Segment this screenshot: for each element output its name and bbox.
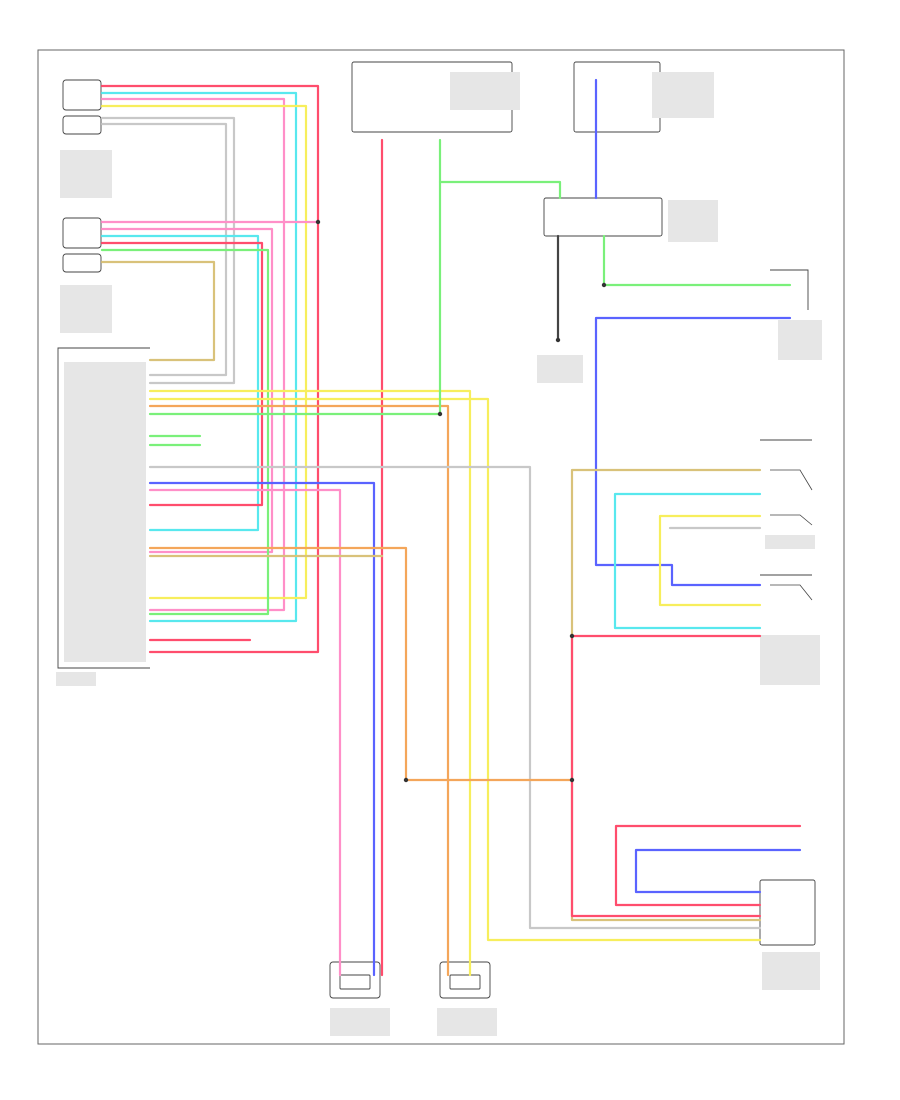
wire-yellow-32 xyxy=(658,514,762,607)
wire-red-35 xyxy=(570,634,762,918)
component-switch-upper-right xyxy=(770,269,822,360)
wire-pink-2 xyxy=(100,97,286,612)
wire-yellow-14 xyxy=(148,397,762,942)
component-sensor-top-left xyxy=(60,79,112,198)
junction-dot xyxy=(555,337,561,343)
junction-dot xyxy=(315,219,321,225)
component-sensor-mid-left xyxy=(60,217,112,333)
component-control-unit xyxy=(56,347,150,686)
component-relay xyxy=(543,197,718,242)
wire-group xyxy=(100,78,802,977)
component-connector-lower-right xyxy=(759,879,820,990)
wire-green-10 xyxy=(100,248,270,616)
wire-cyan-8 xyxy=(100,234,260,532)
component-fuse-box-left xyxy=(351,61,520,133)
wire-blue-37 xyxy=(634,848,802,894)
wire-pink-19 xyxy=(148,488,342,977)
junction-dot xyxy=(601,282,607,288)
wire-cyan-31 xyxy=(613,492,762,630)
wire-orange-21 xyxy=(148,546,574,782)
junction-dot xyxy=(569,777,575,783)
junction-dot xyxy=(403,777,409,783)
wire-green-17 xyxy=(438,180,562,200)
wire-blue-29 xyxy=(594,316,792,587)
wire-cyan-1 xyxy=(100,91,298,623)
wire-yellow-15 xyxy=(148,389,472,977)
component-switch-mid-right xyxy=(760,439,820,685)
wire-orange-13 xyxy=(148,404,450,977)
component-actuator-right xyxy=(437,961,497,1036)
wire-yellow-3 xyxy=(100,104,308,600)
wire-red-9 xyxy=(100,241,264,507)
wire-tan-11 xyxy=(100,260,216,362)
wire-blue-18 xyxy=(148,481,376,977)
wire-grey-20 xyxy=(148,465,762,930)
component-actuator-left xyxy=(329,961,390,1036)
junction-dot xyxy=(437,411,443,417)
diagram-frame xyxy=(37,49,845,1045)
wire-tan-30 xyxy=(570,468,762,922)
wire-red-36 xyxy=(614,824,802,907)
wire-red-0 xyxy=(100,84,320,654)
component-ground-left xyxy=(537,355,583,383)
junction-dot xyxy=(569,633,575,639)
wire-green-27 xyxy=(602,234,792,287)
component-fuse-box-right xyxy=(573,61,714,133)
